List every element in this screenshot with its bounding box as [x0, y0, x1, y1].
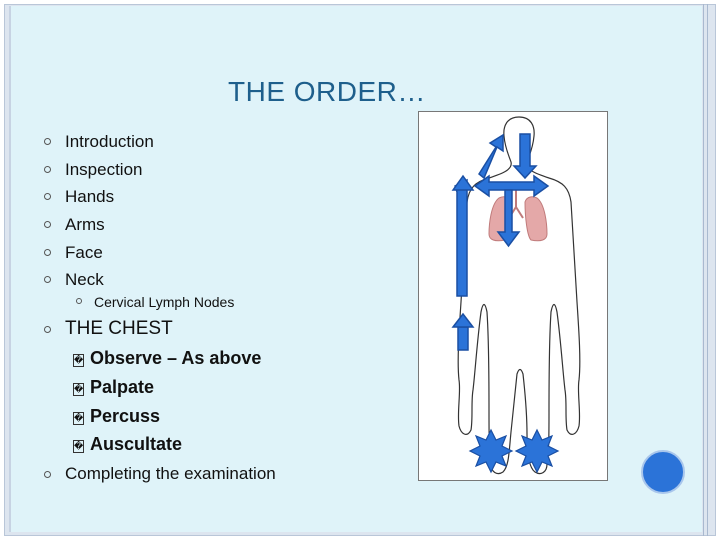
- list-item: Arms: [65, 215, 105, 234]
- chest-subitem: �Percuss: [73, 406, 161, 426]
- chest-heading: THE CHEST: [65, 318, 173, 339]
- frame-line: [703, 4, 704, 536]
- bullet-icon: [44, 249, 51, 256]
- checkbox-glyph-icon: �: [73, 354, 84, 367]
- bullet-icon: [44, 166, 51, 173]
- list-item: Inspection: [65, 160, 143, 179]
- list-item: Neck: [65, 270, 104, 289]
- body-diagram: [418, 111, 608, 481]
- bullet-icon: [44, 471, 51, 478]
- list-item: Hands: [65, 187, 115, 206]
- arrow-icon: [451, 133, 550, 351]
- bullet-icon: [44, 193, 51, 200]
- list-item: Face: [65, 243, 103, 262]
- list-item: Introduction: [65, 132, 154, 151]
- chest-subitem: �Palpate: [73, 377, 155, 397]
- bullet-icon: [44, 138, 51, 145]
- bullet-icon: [76, 298, 82, 304]
- body-outline-icon: [451, 116, 581, 475]
- bullet-icon: [44, 326, 51, 333]
- bullet-icon: [44, 276, 51, 283]
- bullet-icon: [44, 221, 51, 228]
- chest-subitem: �Observe – As above: [73, 348, 262, 368]
- sub-list-item: Cervical Lymph Nodes: [94, 294, 235, 310]
- star-icon: [468, 428, 560, 474]
- chest-subitem: �Auscultate: [73, 434, 183, 454]
- list-item: Completing the examination: [65, 464, 276, 483]
- circle-icon: [641, 450, 685, 494]
- checkbox-glyph-icon: �: [73, 440, 84, 453]
- frame-line: [707, 4, 708, 536]
- checkbox-glyph-icon: �: [73, 383, 84, 396]
- checkbox-glyph-icon: �: [73, 412, 84, 425]
- slide-title: THE ORDER…: [228, 76, 426, 107]
